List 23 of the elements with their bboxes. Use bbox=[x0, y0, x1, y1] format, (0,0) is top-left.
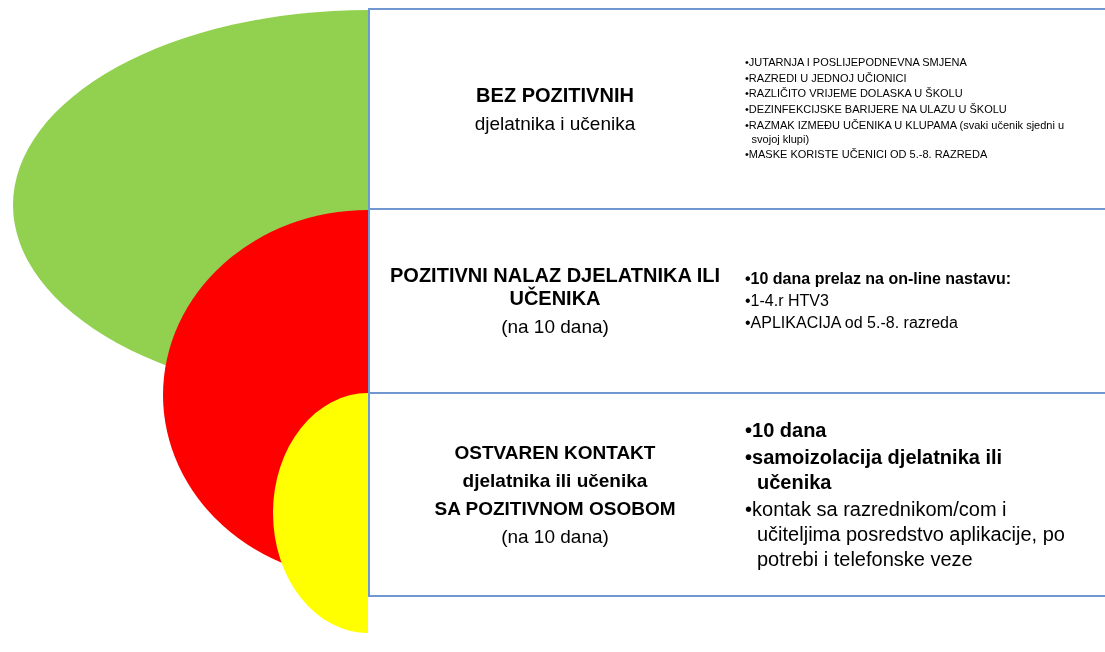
row-heading: djelatnika ili učenika bbox=[462, 469, 648, 492]
bullet-item: •JUTARNJA I POSLIJEPODNEVNA SMJENA bbox=[745, 55, 968, 70]
bullet-item: •1-4.r HTV3 bbox=[745, 291, 830, 311]
row-subheading: (na 10 dana) bbox=[501, 316, 609, 338]
bullet-item: •APLIKACIJA od 5.-8. razreda bbox=[745, 313, 959, 333]
row-heading: BEZ POZITIVNIH bbox=[476, 83, 634, 107]
row-panel bbox=[368, 8, 1105, 208]
bullet-item: •10 dana prelaz na on-line nastavu: bbox=[745, 269, 1013, 289]
bullet-item: •kontak sa razrednikom/com i učiteljima posredstvo aplikacije, po potrebi i telefonske veze bbox=[745, 496, 1065, 572]
row-heading: SA POZITIVNOM OSOBOM bbox=[434, 497, 676, 520]
row-panel bbox=[368, 392, 1105, 597]
bullet-item: •RAZMAK IZMEĐU UČENIKA U KLUPAMA (svaki učenik sjedni u svojoj klupi) bbox=[745, 118, 1065, 147]
row-subheading: djelatnika i učenika bbox=[474, 112, 636, 135]
bullet-item: •MASKE KORISTE UČENICI OD 5.-8. RAZREDA bbox=[745, 148, 989, 163]
bullet-item: •RAZREDI U JEDNOJ UČIONICI bbox=[745, 71, 908, 86]
row-heading: OSTVAREN KONTAKT bbox=[454, 441, 656, 464]
row-panel bbox=[368, 208, 1105, 392]
bullet-item: •RAZLIČITO VRIJEME DOLASKA U ŠKOLU bbox=[745, 87, 964, 102]
row-heading: POZITIVNI NALAZ DJELATNIKA ILI UČENIKA bbox=[389, 264, 721, 310]
bullet-item: •samoizolacija djelatnika ili učenika bbox=[745, 444, 1004, 495]
bullet-item: •10 dana bbox=[745, 417, 828, 443]
bullet-item: •DEZINFEKCIJSKE BARIJERE NA ULAZU U ŠKOLU bbox=[745, 103, 1008, 117]
row-subheading: (na 10 dana) bbox=[501, 525, 609, 548]
